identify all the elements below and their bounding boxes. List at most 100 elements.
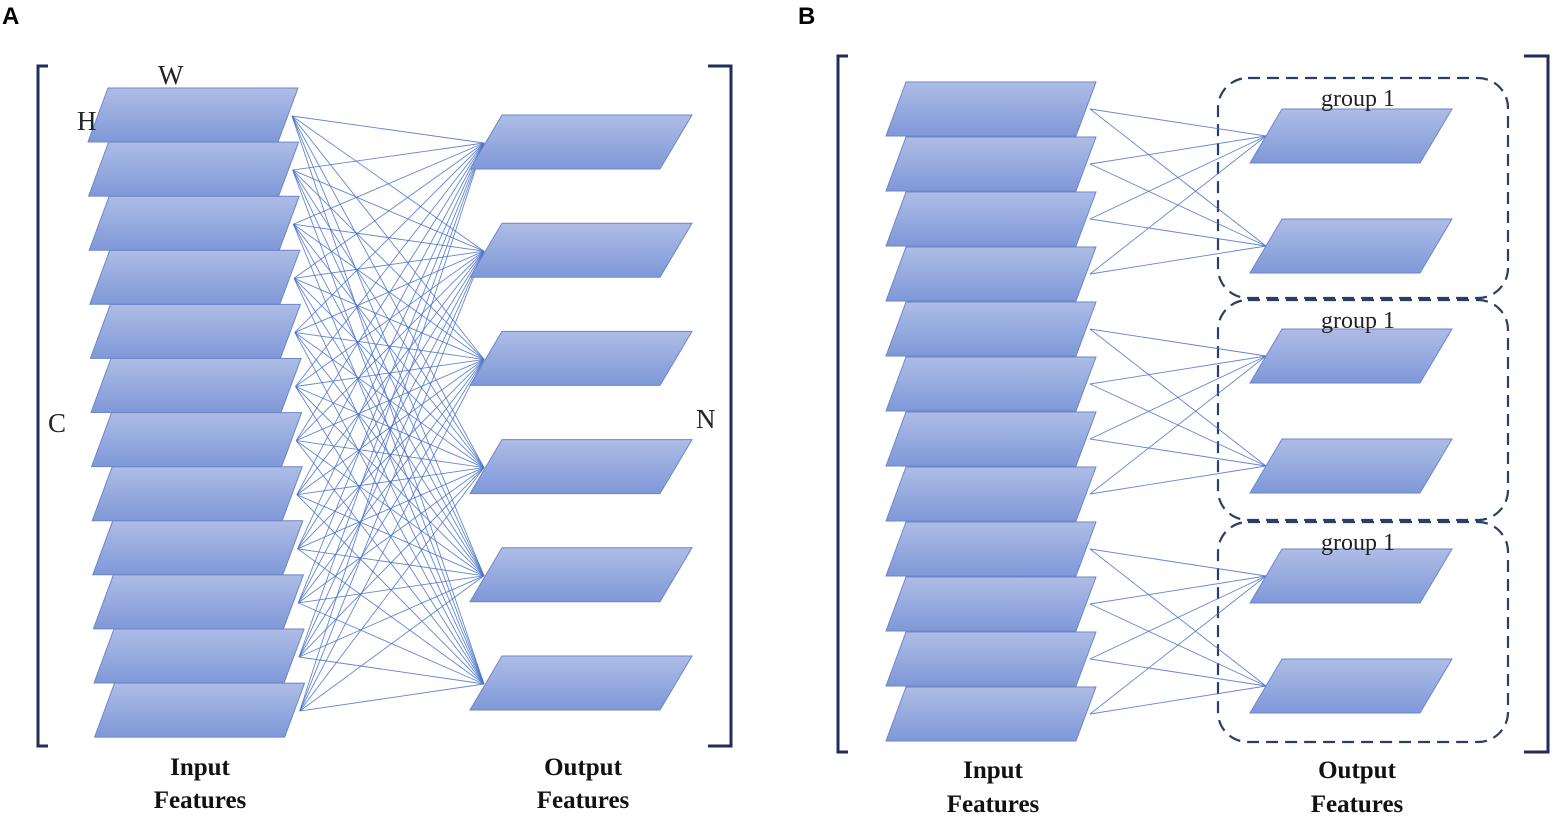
panel-a-input-label-line1: Input (170, 754, 230, 781)
connection-line (297, 359, 485, 550)
input-feature-map (885, 136, 1097, 192)
output-feature-map (469, 439, 693, 495)
panel-b-input-maps (885, 81, 1097, 742)
connection-line (297, 250, 485, 550)
input-feature-map (88, 195, 300, 251)
input-feature-map (93, 628, 305, 684)
connection-line (1089, 575, 1267, 660)
connection-line (295, 142, 485, 387)
group-box (1216, 520, 1510, 744)
panel-a-left-bracket (36, 64, 48, 748)
connection-line (299, 575, 485, 712)
connection-line (298, 575, 485, 604)
connection-line (1089, 328, 1267, 357)
panel-b-connections (1089, 108, 1267, 715)
panel-b-letter: B (798, 3, 815, 30)
connection-line (296, 359, 485, 496)
connection-line (298, 359, 485, 658)
panel-b-input-label-line2: Features (947, 791, 1040, 818)
input-feature-map (885, 81, 1097, 137)
output-count-label: N (696, 404, 716, 434)
connection-line (292, 169, 485, 685)
connection-line (294, 250, 485, 333)
connection-line (1089, 438, 1267, 467)
input-feature-map (885, 466, 1097, 522)
input-feature-map (885, 631, 1097, 687)
output-feature-map (469, 655, 693, 711)
input-feature-map (885, 411, 1097, 467)
connection-line (296, 467, 485, 496)
output-feature-map (469, 547, 693, 603)
connection-line (1089, 658, 1267, 687)
connection-line (292, 142, 485, 171)
output-feature-map (469, 114, 693, 170)
connection-line (299, 467, 485, 712)
connection-line (297, 548, 485, 577)
connection-line (1089, 685, 1267, 715)
connection-line (1089, 575, 1267, 715)
output-feature-map (1249, 328, 1453, 384)
connection-line (294, 331, 485, 360)
panel-b-output-maps (1249, 108, 1453, 714)
input-feature-map (885, 521, 1097, 577)
connection-line (296, 142, 485, 495)
connection-line (1089, 355, 1267, 385)
input-feature-map (90, 358, 302, 413)
connection-line (1089, 355, 1267, 440)
output-feature-map (1249, 108, 1453, 164)
input-feature-map (92, 520, 304, 576)
connection-line (298, 656, 485, 685)
output-feature-map (1249, 658, 1453, 714)
connection-line (299, 251, 485, 712)
connection-line (1089, 575, 1267, 605)
connection-line (1089, 135, 1267, 220)
connection-line (294, 250, 485, 279)
panel-a-letter: A (2, 3, 19, 30)
connection-line (297, 250, 485, 604)
panel-b-group-boxes (1216, 76, 1510, 744)
connection-line (295, 250, 485, 387)
connection-line (291, 115, 485, 144)
input-feature-map (885, 576, 1097, 632)
group-label: group 1 (1321, 530, 1395, 556)
panel-a-output-maps (469, 114, 693, 711)
panel-a-input-maps (87, 87, 306, 738)
panel-b-group-labels: group 1 group 1 group 1 (1321, 86, 1395, 556)
output-feature-map (469, 330, 693, 386)
panel-b-input-label-line1: Input (963, 757, 1023, 784)
panel-a: A W H C N Input Features Output Features (2, 3, 733, 814)
connection-line (296, 440, 485, 469)
panel-a-output-label-line2: Features (537, 787, 630, 814)
connection-line (296, 358, 485, 442)
connection-line (299, 683, 485, 712)
connection-line (299, 359, 485, 712)
height-label: H (77, 106, 97, 136)
panel-a-output-label-line1: Output (544, 754, 622, 781)
input-feature-map (87, 87, 299, 143)
panel-b-right-bracket (1524, 54, 1550, 754)
input-feature-map (87, 141, 300, 197)
connection-line (298, 142, 485, 658)
group-label: group 1 (1321, 86, 1395, 112)
connection-line (295, 250, 485, 441)
output-feature-map (1249, 218, 1453, 274)
group-label: group 1 (1321, 308, 1395, 334)
connection-line (297, 467, 485, 550)
input-feature-map (885, 686, 1097, 742)
output-feature-map (469, 222, 693, 278)
connection-line (299, 142, 485, 712)
group-box (1216, 298, 1510, 522)
connection-line (1089, 245, 1267, 275)
connection-line (295, 142, 485, 441)
input-feature-map (885, 301, 1097, 357)
connection-line (295, 358, 485, 387)
input-feature-map (885, 246, 1097, 302)
panel-b-output-label-line2: Features (1311, 791, 1404, 818)
connection-line (298, 467, 485, 658)
connection-line (297, 359, 485, 604)
connection-line (293, 142, 485, 279)
connection-line (293, 223, 485, 252)
connection-line (1089, 218, 1267, 247)
